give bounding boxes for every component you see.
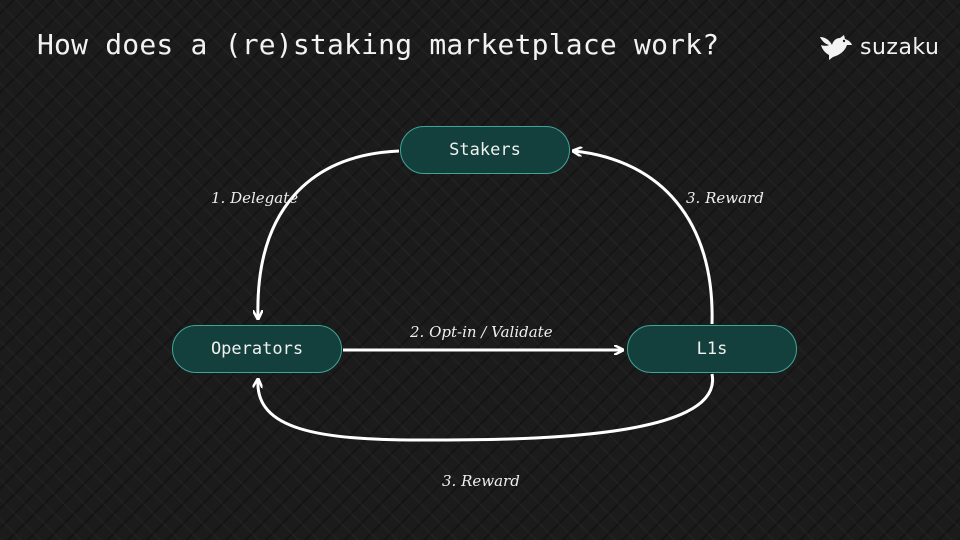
brand-name: suzaku [860, 34, 940, 60]
label-reward-to-stakers: 3. Reward [686, 189, 764, 207]
arrow-delegate [258, 149, 400, 318]
arrow-reward-to-stakers [574, 151, 714, 325]
label-opt-in: 2. Opt-in / Validate [410, 323, 553, 341]
node-operators: Operators [172, 325, 342, 373]
label-delegate: 1. Delegate [211, 189, 299, 207]
bird-icon [820, 35, 852, 60]
brand-logo: suzaku [818, 30, 939, 64]
page-title: How does a (re)staking marketplace work? [37, 28, 720, 61]
label-reward-to-operators: 3. Reward [442, 472, 520, 490]
node-stakers: Stakers [400, 126, 570, 174]
arrow-reward-to-operators [258, 373, 714, 442]
node-l1s: L1s [627, 325, 797, 373]
